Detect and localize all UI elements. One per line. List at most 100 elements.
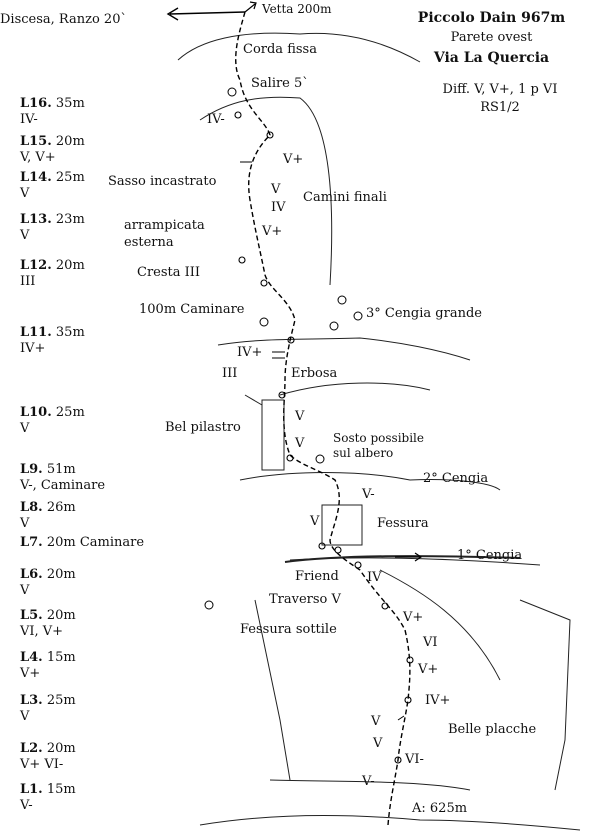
pitch-length: 20m bbox=[46, 567, 76, 582]
rock-band-middle bbox=[244, 382, 431, 406]
rock-outline-right bbox=[519, 599, 571, 791]
pitch-grade: V bbox=[20, 709, 30, 724]
belay bbox=[287, 336, 295, 344]
pitch-grade: III bbox=[20, 274, 36, 289]
pitch-length: 20m bbox=[46, 741, 76, 756]
pitch-grade: V+ VI- bbox=[20, 757, 64, 772]
pitch-grade: V bbox=[20, 421, 30, 436]
grade-label: V+ bbox=[262, 224, 283, 239]
cengia-2-label: 2° Cengia bbox=[423, 471, 489, 486]
belay bbox=[334, 546, 342, 554]
pitch-grade: IV+ bbox=[20, 341, 46, 356]
pitch-grade: IV- bbox=[20, 112, 38, 127]
rock-band-summit bbox=[177, 32, 421, 63]
cresta-label: Cresta III bbox=[137, 265, 201, 280]
sosto-label-2: sul albero bbox=[333, 446, 394, 460]
grade-label: V+ bbox=[403, 610, 424, 625]
grade-label: IV+ bbox=[237, 345, 263, 360]
pitch-length: 25m bbox=[46, 693, 76, 708]
route-line bbox=[235, 11, 411, 826]
grade-label: VI- bbox=[405, 752, 424, 767]
difficulty-label: Diff. V, V+, 1 p VI bbox=[442, 82, 558, 97]
summit-label: Vetta 200m bbox=[262, 2, 332, 16]
belay bbox=[286, 454, 294, 462]
pitch-length: 51m bbox=[46, 462, 76, 477]
fessura-label: Fessura bbox=[377, 516, 429, 531]
pitch-length: 35m bbox=[55, 96, 85, 111]
descent-label: Discesa, Ranzo 20` bbox=[0, 12, 127, 27]
grade-label: V bbox=[295, 409, 305, 424]
pitch-length: 20m bbox=[46, 608, 76, 623]
pitch-grade: V bbox=[20, 516, 30, 531]
pitch-grade: V- bbox=[20, 798, 33, 813]
cengia-1-line bbox=[284, 555, 521, 563]
pitch-id: L4. bbox=[20, 650, 43, 665]
summit-arrow bbox=[244, 1, 257, 13]
belay bbox=[354, 561, 362, 569]
pitch-id: L8. bbox=[20, 500, 43, 515]
pitch-grade: V, V+ bbox=[20, 150, 56, 165]
belay bbox=[318, 542, 326, 550]
grade-label: V bbox=[373, 736, 383, 751]
belay bbox=[260, 279, 268, 287]
rock-band-3-cengia bbox=[217, 337, 471, 361]
pitch-length: 20m bbox=[55, 134, 85, 149]
pitch-grade: VI, V+ bbox=[20, 624, 64, 639]
sasso-label: Sasso incastrato bbox=[108, 174, 217, 189]
pitch-id: L14. bbox=[20, 170, 52, 185]
corda-fissa-label: Corda fissa bbox=[243, 42, 317, 57]
bel-pilastro-outline bbox=[261, 399, 285, 471]
belay bbox=[266, 131, 274, 139]
pitch-grade: V bbox=[20, 228, 30, 243]
esterna-label: esterna bbox=[124, 235, 174, 250]
grade-label: III bbox=[222, 366, 238, 381]
cengia-1-arrow bbox=[395, 552, 423, 562]
sosto-label-1: Sosto possibile bbox=[333, 431, 424, 445]
pitch-id: L11. bbox=[20, 325, 52, 340]
pitch-grade: V-, Caminare bbox=[20, 478, 106, 493]
pitch-length: 15m bbox=[46, 782, 76, 797]
belay bbox=[234, 111, 242, 119]
cengia-1-label: 1° Cengia bbox=[457, 548, 523, 563]
tree-icon bbox=[329, 321, 339, 331]
tree-icon bbox=[337, 295, 347, 305]
face-label: Parete ovest bbox=[450, 30, 533, 45]
grade-label: V bbox=[271, 182, 281, 197]
cengia-3-label: 3° Cengia grande bbox=[366, 306, 482, 321]
pitch-grade: V+ bbox=[20, 666, 41, 681]
pitch-id: L3. bbox=[20, 693, 43, 708]
erbosa-label: Erbosa bbox=[291, 366, 338, 381]
bel-pilastro-label: Bel pilastro bbox=[165, 420, 241, 435]
belay bbox=[278, 391, 286, 399]
rock-band-2-cengia bbox=[239, 472, 501, 491]
rock-band-base bbox=[269, 779, 471, 791]
grade-label: IV bbox=[271, 200, 286, 215]
pitch-length: 35m bbox=[55, 325, 85, 340]
grade-label: V bbox=[295, 436, 305, 451]
piton-mark bbox=[272, 351, 285, 359]
pitch-item: L7. 20m Caminare bbox=[20, 535, 144, 551]
belay bbox=[381, 602, 389, 610]
rock-outline-left bbox=[254, 599, 291, 781]
belay bbox=[394, 756, 402, 764]
belay bbox=[406, 656, 414, 664]
pitch-id: L2. bbox=[20, 741, 43, 756]
belay bbox=[238, 256, 246, 264]
pitch-length: 20m bbox=[55, 258, 85, 273]
pitch-id: L7. bbox=[20, 535, 43, 550]
pitch-id: L6. bbox=[20, 567, 43, 582]
pitch-id: L9. bbox=[20, 462, 43, 477]
belle-placche-label: Belle placche bbox=[448, 722, 537, 737]
fessura-block bbox=[321, 504, 363, 546]
caminare-100-label: 100m Caminare bbox=[139, 302, 245, 317]
grade-label: V+ bbox=[283, 152, 304, 167]
